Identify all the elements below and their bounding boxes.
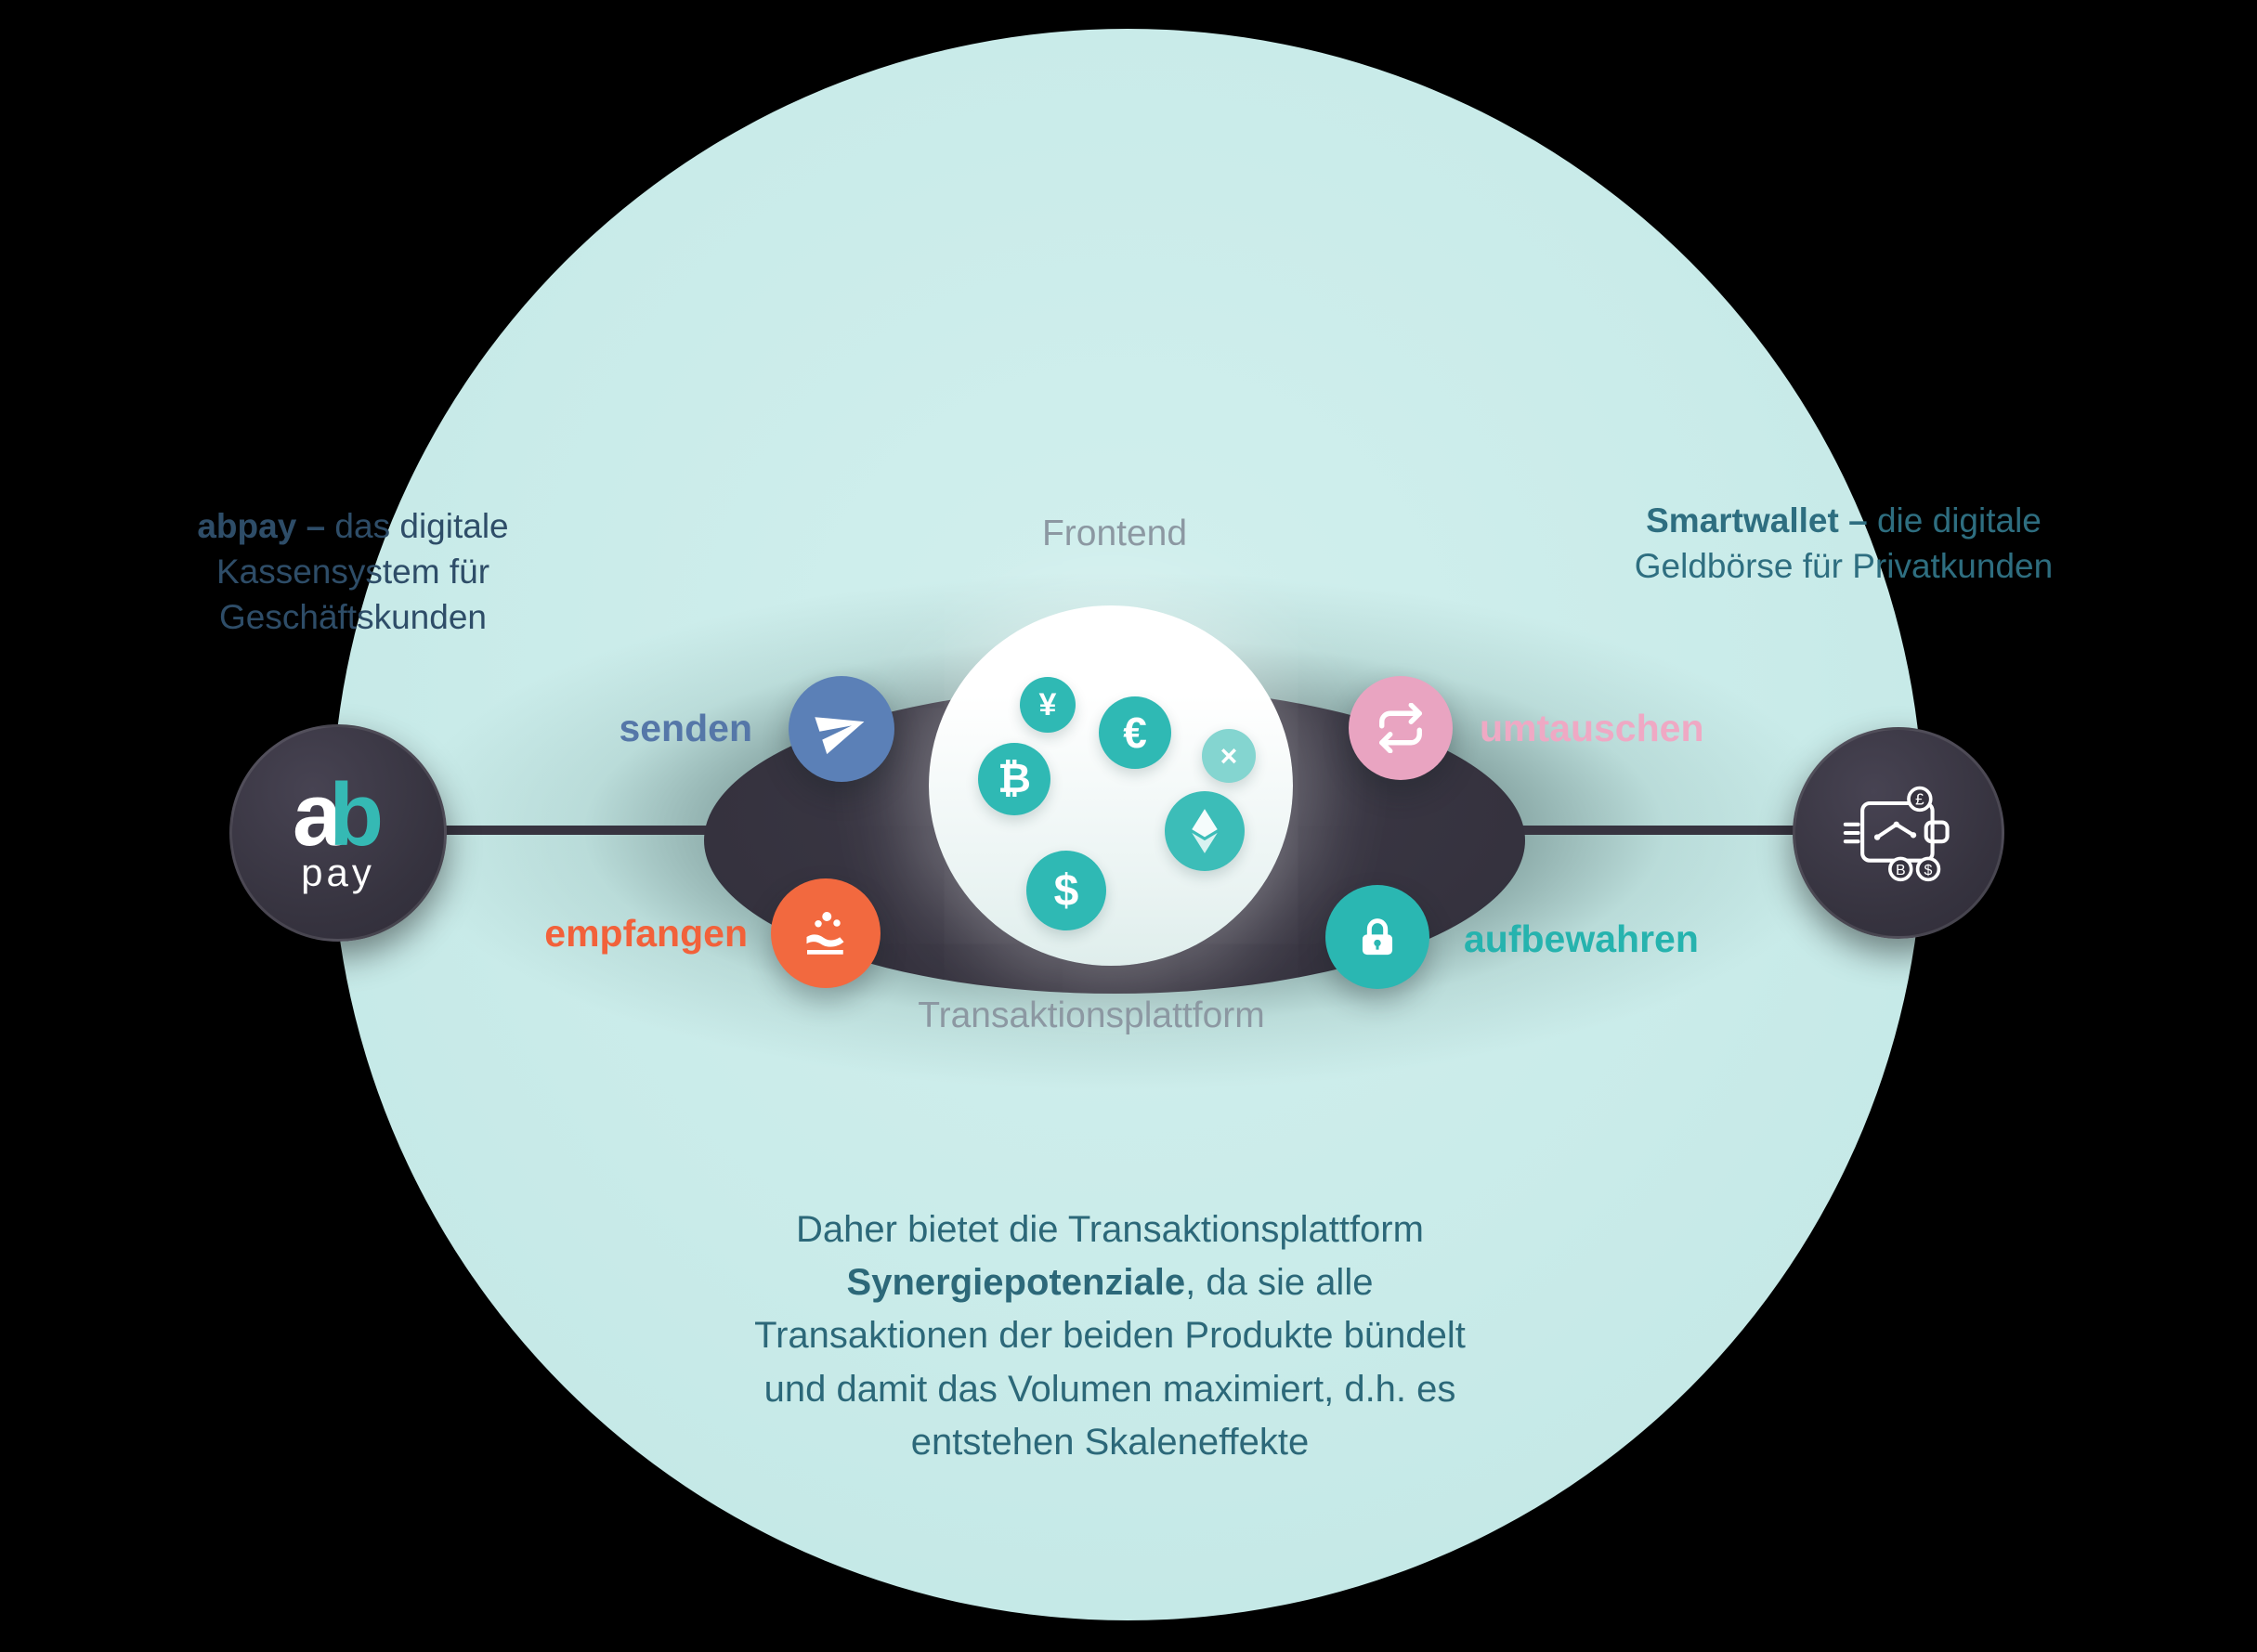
euro-symbol: € [1123,709,1147,757]
abpay-title-rest: das digitale [325,507,509,545]
synergy-line2-rest: , da sie alle [1185,1262,1374,1304]
smartwallet-title-line2: Geldbörse für Privatkunden [1634,546,2054,585]
exchange-arrows-icon [1379,703,1422,753]
frontend-label: Frontend [1041,514,1188,553]
abpay-title-bold: abpay – [197,507,326,545]
dollar-symbol: $ [1053,865,1079,916]
abpay-title: abpay – das digitale Kassensystem für Ge… [121,504,585,640]
xrp-coin-icon: × [1202,729,1256,783]
abpay-logo-b: b [329,765,385,865]
abpay-title-line1: abpay – das digitale [121,504,585,550]
xrp-symbol: × [1220,738,1238,773]
platform-label: Transaktionsplattform [918,995,1265,1035]
smartwallet-title-rest: die digitale [1867,501,2042,540]
abpay-logo-pay: pay [301,851,375,894]
bitcoin-coin-icon: ₿ [978,743,1050,815]
empfangen-label: empfangen [544,912,748,955]
currency-bubble: ¥ € ₿ × $ [929,605,1293,966]
synergy-line3: Transaktionen der beiden Produkte bündel… [754,1315,1466,1357]
smartwallet-node: £ B $ [1793,727,2004,939]
synergy-line5: entstehen Skaleneffekte [910,1421,1310,1463]
empfangen-icon-circle [771,878,881,988]
ethereum-icon [1192,809,1218,853]
connector-right [1444,826,1816,835]
bitcoin-symbol: ₿ [998,756,1031,801]
abpay-title-line2: Kassensystem für [215,552,490,591]
abpay-logo: a b [293,771,384,860]
aufbewahren-label: aufbewahren [1464,917,1699,960]
hand-coins-icon [806,912,844,955]
abpay-title-line3: Geschäftskunden [219,597,487,636]
paper-plane-icon [815,717,865,755]
dollar-coin-icon: $ [1026,851,1106,930]
umtauschen-icon-circle [1349,676,1453,780]
yen-symbol: ¥ [1038,686,1057,722]
synergy-line1: Daher bietet die Transaktionsplattform [796,1209,1424,1250]
senden-icon-circle [789,676,894,782]
svg-text:£: £ [1915,789,1924,808]
aufbewahren-icon-circle [1325,885,1429,989]
synergy-bold: Synergiepotenziale [846,1262,1186,1304]
wallet-icon: £ B $ [1843,786,1950,882]
svg-text:B: B [1896,863,1906,878]
yen-coin-icon: ¥ [1020,677,1076,733]
svg-text:$: $ [1924,863,1933,878]
synergy-paragraph: Daher bietet die Transaktionsplattform S… [599,1203,1621,1469]
synergy-line2: Synergiepotenziale, da sie alle [599,1256,1621,1309]
smartwallet-title-bold: Smartwallet – [1646,501,1868,540]
umtauschen-label: umtauschen [1480,707,1704,749]
lock-icon [1362,918,1393,956]
senden-label: senden [619,707,752,749]
connector-left [418,826,817,835]
smartwallet-title: Smartwallet – die digitale Geldbörse für… [1579,499,2108,590]
ethereum-coin-icon [1165,791,1245,871]
smartwallet-title-line1: Smartwallet – die digitale [1579,499,2108,544]
euro-coin-icon: € [1099,696,1171,769]
abpay-logo-a: a [292,765,343,865]
abpay-node: a b pay [229,724,447,942]
synergy-line4: und damit das Volumen maximiert, d.h. es [763,1368,1456,1410]
